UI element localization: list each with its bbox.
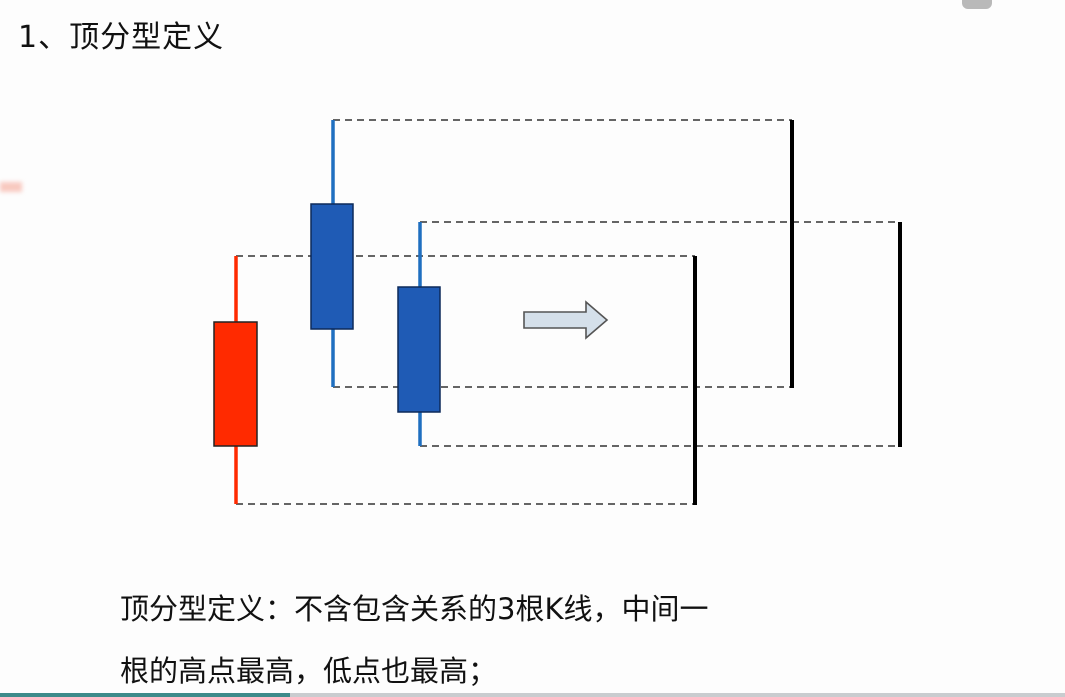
slide-progress-fill <box>0 693 290 697</box>
definition-text-line1: 顶分型定义：不含包含关系的3根K线，中间一 <box>120 592 709 626</box>
slide-edge-mark <box>0 182 22 192</box>
right-candle <box>397 222 441 446</box>
slide-progress-bar <box>0 693 1065 697</box>
slide-corner-tab <box>962 0 992 9</box>
middle-candle <box>310 120 354 387</box>
slide-title: 1、顶分型定义 <box>18 20 225 55</box>
definition-text-line2: 根的高点最高，低点也最高； <box>120 654 498 688</box>
arrow-right-icon <box>523 300 609 340</box>
range-bars <box>693 120 902 505</box>
left-candle <box>213 256 258 504</box>
